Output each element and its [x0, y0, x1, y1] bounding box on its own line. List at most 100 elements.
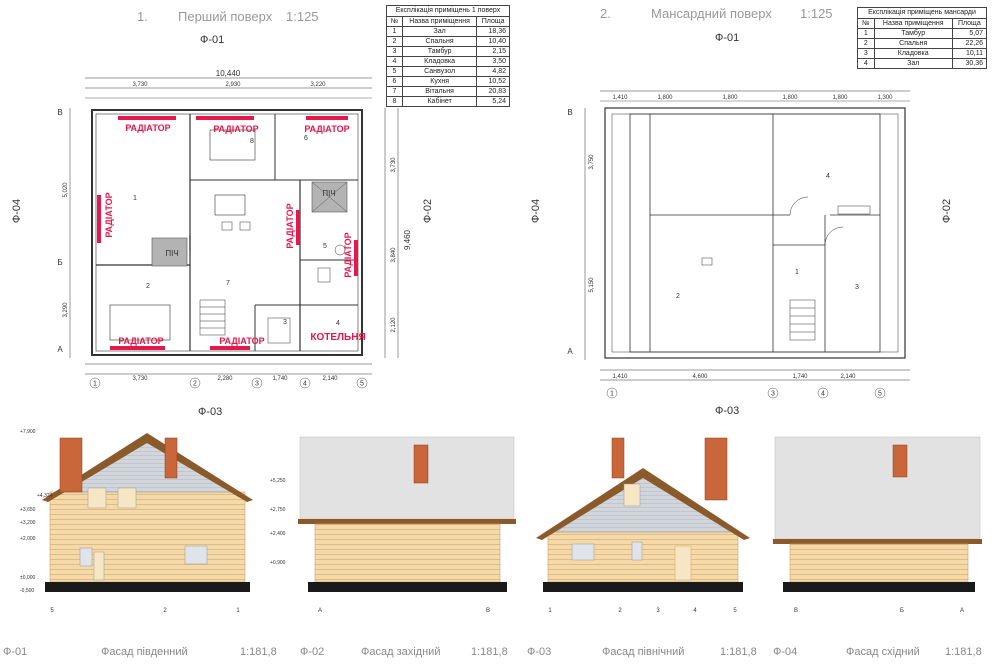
facade-axis-label: 4	[693, 608, 697, 614]
row-axis-label: В	[567, 108, 572, 117]
column-axis-label: 5	[878, 391, 882, 398]
facade-3-code: Ф-03	[527, 646, 552, 658]
column-axis-label: 3	[771, 391, 775, 398]
facade-axis-label: 1	[236, 608, 240, 614]
facade-1-code: Ф-01	[3, 646, 28, 658]
dimension-label: 2,140	[840, 374, 856, 380]
elevation-level: +3,650	[20, 507, 36, 513]
dimension-label: 3,730	[132, 82, 148, 88]
row-axis-label: А	[567, 347, 573, 356]
elevation-level: +3,200	[20, 520, 36, 526]
elevation-level: +2,400	[270, 531, 286, 537]
elevation-level: -0,500	[20, 588, 34, 594]
dimension-label: 1,800	[832, 95, 848, 101]
room-number: 3	[283, 319, 287, 326]
axis-marker	[189, 377, 201, 389]
radiator-label: РАДІАТОР	[285, 203, 295, 248]
facade-2-code: Ф-02	[300, 646, 325, 658]
dimension-label: 3,840	[391, 247, 397, 263]
radiator-bars	[97, 116, 358, 350]
axis-marker	[251, 377, 263, 389]
overall-height-dim: 9,460	[403, 229, 412, 250]
room-number: 4	[336, 320, 340, 327]
facade-axis-label: 3	[656, 608, 660, 614]
elevation-level: +5,250	[270, 478, 286, 484]
facade-2-scale: 1:181,8	[471, 646, 508, 658]
dimension-label: 3,730	[391, 157, 397, 173]
boiler-room-label: КОТЕЛЬНЯ	[310, 332, 365, 343]
room-number: 2	[676, 293, 680, 300]
dimension-label: 1,410	[612, 95, 628, 101]
dimension-label: 2,120	[391, 317, 397, 333]
column-axis-label: 3	[255, 381, 259, 388]
row-axis-label: В	[57, 108, 62, 117]
room-number: 7	[226, 280, 230, 287]
elevation-level: +4,324	[37, 493, 53, 499]
plan2-explication-table: Експлікація приміщень мансарди № Назва п…	[857, 7, 988, 69]
overall-width-dim: 10,440	[216, 69, 241, 78]
radiator-label: РАДІАТОР	[125, 123, 170, 133]
dimension-label: 1,800	[722, 95, 738, 101]
room-number: 1	[133, 195, 137, 202]
plan2-number: 2.	[600, 6, 611, 21]
facade-west	[298, 436, 516, 592]
stove-1	[151, 237, 188, 267]
column-axis-label: 4	[303, 381, 307, 388]
facade-axis-label: А	[318, 608, 322, 614]
elevation-level: +2,000	[20, 536, 36, 542]
room-number: 4	[826, 173, 830, 180]
facade-axis-label: 2	[163, 608, 167, 614]
facade-south	[42, 433, 253, 592]
radiator-label: РАДІАТОР	[304, 124, 349, 134]
plan1-scale: 1:125	[286, 9, 319, 24]
dimension-label: 3,290	[63, 302, 69, 318]
radiator-label: РАДІАТОР	[213, 124, 258, 134]
dimension-label: 1,740	[272, 376, 288, 382]
facade-2-name: Фасад західний	[361, 646, 441, 658]
room-number: 3	[855, 284, 859, 291]
radiator-label: РАДІАТОР	[343, 232, 353, 277]
facade-axis-label: В	[794, 608, 798, 614]
plan1-table-caption: Експлікація приміщень 1 поверх	[386, 5, 510, 16]
column-axis-label: 5	[360, 381, 364, 388]
plan2-scale: 1:125	[800, 6, 833, 21]
facade-axis-label: В	[486, 608, 490, 614]
facade-4-code: Ф-04	[773, 646, 798, 658]
dimension-label: 2,280	[217, 376, 233, 382]
plan1-number: 1.	[137, 9, 148, 24]
axis-marker	[299, 377, 311, 389]
elevation-level: +7,900	[20, 429, 36, 435]
room-number: 5	[323, 243, 327, 250]
plan2-axis-top: Ф-01	[715, 32, 740, 44]
elevation-level: +2,750	[270, 507, 286, 513]
stove-label: ПІЧ	[322, 189, 335, 198]
plan2-title: Мансардний поверх	[651, 6, 772, 21]
stove-label: ПІЧ	[165, 249, 178, 258]
dimension-label: 2,930	[225, 82, 241, 88]
dimension-label: 1,800	[782, 95, 798, 101]
facade-axis-label: 1	[548, 608, 552, 614]
facade-axis-label: 5	[733, 608, 737, 614]
plan1-floor-plan	[69, 77, 399, 375]
dimension-label: 3,750	[589, 154, 595, 170]
elevation-level: ±0,000	[20, 575, 35, 581]
dimension-label: 3,730	[132, 376, 148, 382]
dimension-label: 5,150	[589, 277, 595, 293]
facade-4-name: Фасад східний	[846, 646, 920, 658]
dimension-label: 1,300	[877, 95, 893, 101]
facade-axis-label: Б	[900, 608, 904, 614]
axis-marker	[767, 387, 779, 399]
plan2-floor-plan	[584, 90, 910, 381]
table-cell: Кабінет	[401, 96, 478, 107]
facade-1-scale: 1:181,8	[240, 646, 277, 658]
plan2-axis-bottom: Ф-03	[715, 405, 740, 417]
column-axis-label: 1	[93, 381, 97, 388]
table-cell: 30,36	[951, 58, 988, 69]
plan1-axis-top: Ф-01	[200, 34, 225, 46]
column-axis-label: 4	[821, 391, 825, 398]
room-number: 2	[146, 283, 150, 290]
axis-marker	[606, 387, 618, 399]
